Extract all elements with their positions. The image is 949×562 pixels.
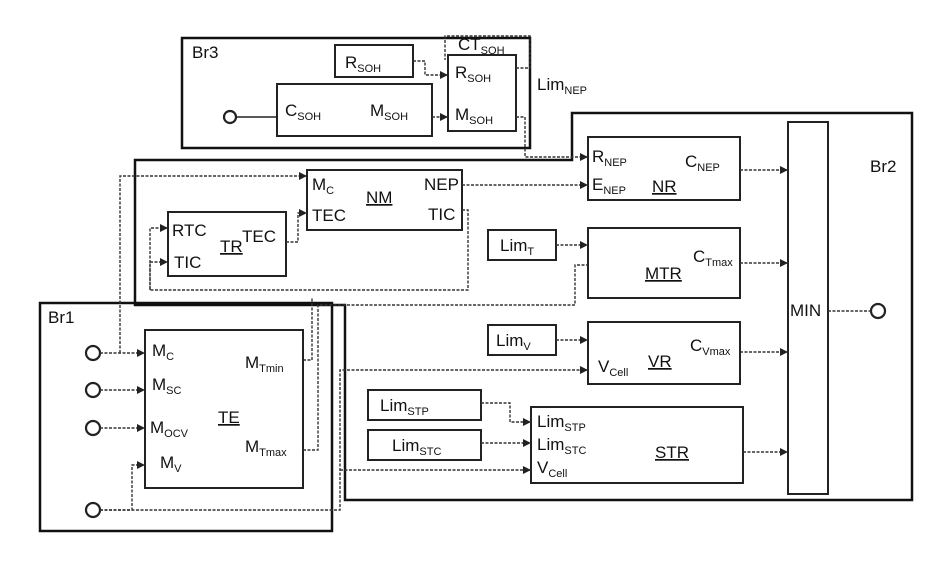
str-name: STR bbox=[655, 443, 689, 462]
limnep-label: LimNEP bbox=[537, 75, 587, 97]
te-input-port-mc bbox=[86, 346, 100, 360]
frame-br1-label: Br1 bbox=[48, 308, 74, 327]
csoh-input-port bbox=[224, 111, 236, 123]
tr-tec-label: TEC bbox=[242, 227, 276, 246]
min-output-port bbox=[871, 304, 885, 318]
arrowhead bbox=[580, 153, 588, 161]
arrowhead bbox=[440, 113, 448, 121]
arrowhead bbox=[580, 366, 588, 374]
min-label: MIN bbox=[790, 301, 821, 320]
wire-rtc-tr bbox=[150, 228, 168, 290]
wire-tr-nm bbox=[286, 213, 307, 242]
arrowhead bbox=[523, 466, 531, 474]
arrowhead bbox=[160, 224, 168, 232]
wire-port-te-mv bbox=[100, 465, 145, 510]
te-input-port-msc bbox=[86, 383, 100, 397]
nm-name: NM bbox=[366, 188, 392, 207]
arrowhead bbox=[137, 424, 145, 432]
tr-tic-label: TIC bbox=[174, 253, 201, 272]
arrowhead bbox=[580, 181, 588, 189]
arrowhead bbox=[299, 172, 307, 180]
arrowhead bbox=[780, 348, 788, 356]
arrowhead bbox=[580, 241, 588, 249]
arrowhead bbox=[780, 448, 788, 456]
nm-tec-label: TEC bbox=[312, 206, 346, 225]
arrowhead bbox=[780, 166, 788, 174]
wire-tmin bbox=[303, 298, 312, 360]
arrowhead bbox=[580, 336, 588, 344]
arrowhead bbox=[440, 71, 448, 79]
arrowhead bbox=[523, 418, 531, 426]
te-input-port-mv bbox=[86, 503, 100, 517]
nm-nep-label: NEP bbox=[424, 175, 459, 194]
arrowhead bbox=[780, 259, 788, 267]
wire-soh-nr bbox=[516, 117, 588, 157]
nm-tic-label: TIC bbox=[428, 205, 455, 224]
arrowhead bbox=[137, 386, 145, 394]
vr-name: VR bbox=[648, 352, 672, 371]
nr-name: NR bbox=[652, 177, 677, 196]
te-input-port-mocv bbox=[86, 421, 100, 435]
csoh-block bbox=[277, 84, 432, 136]
arrowhead bbox=[160, 258, 168, 266]
mtr-name: MTR bbox=[645, 264, 682, 283]
tr-rtc-label: RTC bbox=[172, 221, 207, 240]
arrowhead bbox=[299, 209, 307, 217]
frame-br2-label: Br2 bbox=[870, 157, 896, 176]
arrowhead bbox=[137, 349, 145, 357]
frame-br3-label: Br3 bbox=[192, 43, 218, 62]
te-name: TE bbox=[218, 408, 240, 427]
arrowhead bbox=[137, 461, 145, 469]
arrowhead bbox=[523, 439, 531, 447]
tr-name: TR bbox=[220, 237, 243, 256]
